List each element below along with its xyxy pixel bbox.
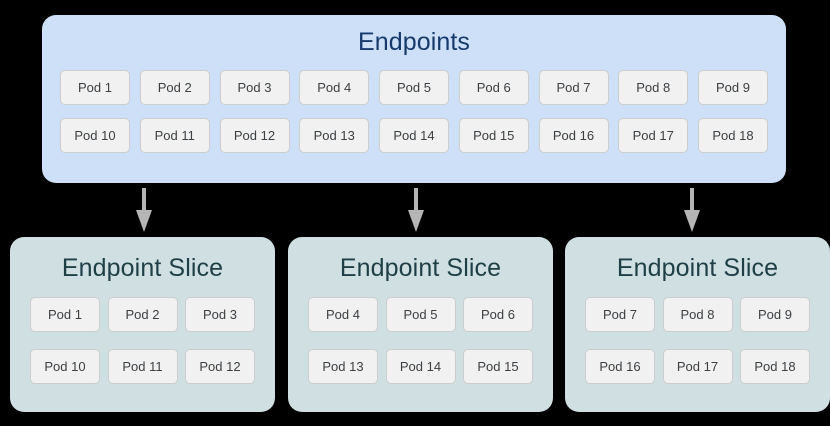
- endpoints-pod-grid: Pod 1 Pod 2 Pod 3 Pod 4 Pod 5 Pod 6 Pod …: [60, 70, 768, 153]
- pod-chip[interactable]: Pod 6: [463, 297, 533, 332]
- pod-chip[interactable]: Pod 14: [385, 349, 456, 384]
- pod-chip[interactable]: Pod 8: [618, 70, 689, 105]
- endpoint-slice-panel-3: Endpoint Slice Pod 7 Pod 8 Pod 9 Pod 16 …: [565, 237, 830, 412]
- pod-chip[interactable]: Pod 15: [463, 349, 533, 384]
- pod-chip[interactable]: Pod 5: [379, 70, 449, 105]
- pod-chip[interactable]: Pod 11: [139, 118, 210, 153]
- endpoints-pod-row-2: Pod 10 Pod 11 Pod 12 Pod 13 Pod 14 Pod 1…: [60, 118, 768, 153]
- endpoints-pod-row-1: Pod 1 Pod 2 Pod 3 Pod 4 Pod 5 Pod 6 Pod …: [60, 70, 768, 105]
- pod-chip[interactable]: Pod 13: [308, 349, 378, 384]
- pod-chip[interactable]: Pod 2: [139, 70, 210, 105]
- endpoints-title: Endpoints: [357, 28, 471, 56]
- pod-chip[interactable]: Pod 4: [308, 297, 378, 332]
- slice-pod-row-1: Pod 7 Pod 8 Pod 9: [585, 297, 810, 332]
- pod-chip[interactable]: Pod 18: [740, 349, 810, 384]
- endpoint-slice-title: Endpoint Slice: [339, 254, 502, 282]
- pod-chip[interactable]: Pod 7: [585, 297, 655, 332]
- slice-pod-grid: Pod 7 Pod 8 Pod 9 Pod 16 Pod 17 Pod 18: [585, 297, 810, 384]
- endpoint-slice-title: Endpoint Slice: [61, 254, 224, 282]
- pod-chip[interactable]: Pod 3: [185, 297, 255, 332]
- pod-chip[interactable]: Pod 12: [219, 118, 290, 153]
- slice-pod-row-2: Pod 10 Pod 11 Pod 12: [30, 349, 255, 384]
- arrow-down-icon: [681, 188, 703, 232]
- endpoints-panel: Endpoints Pod 1 Pod 2 Pod 3 Pod 4 Pod 5 …: [42, 15, 786, 183]
- pod-chip[interactable]: Pod 12: [185, 349, 255, 384]
- pod-chip[interactable]: Pod 8: [662, 297, 733, 332]
- endpoint-slice-panel-2: Endpoint Slice Pod 4 Pod 5 Pod 6 Pod 13 …: [288, 237, 553, 412]
- pod-chip[interactable]: Pod 10: [30, 349, 100, 384]
- arrow-down-icon: [133, 188, 155, 232]
- pod-chip[interactable]: Pod 13: [299, 118, 370, 153]
- pod-chip[interactable]: Pod 16: [585, 349, 655, 384]
- endpoint-slice-panel-1: Endpoint Slice Pod 1 Pod 2 Pod 3 Pod 10 …: [10, 237, 275, 412]
- pod-chip[interactable]: Pod 17: [662, 349, 733, 384]
- pod-chip[interactable]: Pod 6: [458, 70, 529, 105]
- slice-pod-row-2: Pod 13 Pod 14 Pod 15: [308, 349, 533, 384]
- slice-pod-row-1: Pod 4 Pod 5 Pod 6: [308, 297, 533, 332]
- pod-chip[interactable]: Pod 11: [107, 349, 178, 384]
- pod-chip[interactable]: Pod 1: [60, 70, 130, 105]
- endpoint-slice-title: Endpoint Slice: [616, 254, 779, 282]
- pod-chip[interactable]: Pod 17: [618, 118, 689, 153]
- slice-pod-grid: Pod 1 Pod 2 Pod 3 Pod 10 Pod 11 Pod 12: [30, 297, 255, 384]
- pod-chip[interactable]: Pod 2: [107, 297, 178, 332]
- pod-chip[interactable]: Pod 4: [299, 70, 370, 105]
- pod-chip[interactable]: Pod 18: [698, 118, 768, 153]
- slice-pod-row-1: Pod 1 Pod 2 Pod 3: [30, 297, 255, 332]
- pod-chip[interactable]: Pod 16: [538, 118, 609, 153]
- pod-chip[interactable]: Pod 15: [458, 118, 529, 153]
- pod-chip[interactable]: Pod 3: [219, 70, 290, 105]
- arrow-down-icon: [405, 188, 427, 232]
- pod-chip[interactable]: Pod 14: [379, 118, 449, 153]
- pod-chip[interactable]: Pod 9: [740, 297, 810, 332]
- pod-chip[interactable]: Pod 5: [385, 297, 456, 332]
- pod-chip[interactable]: Pod 1: [30, 297, 100, 332]
- pod-chip[interactable]: Pod 7: [538, 70, 609, 105]
- pod-chip[interactable]: Pod 10: [60, 118, 130, 153]
- pod-chip[interactable]: Pod 9: [698, 70, 768, 105]
- slice-pod-grid: Pod 4 Pod 5 Pod 6 Pod 13 Pod 14 Pod 15: [308, 297, 533, 384]
- slice-pod-row-2: Pod 16 Pod 17 Pod 18: [585, 349, 810, 384]
